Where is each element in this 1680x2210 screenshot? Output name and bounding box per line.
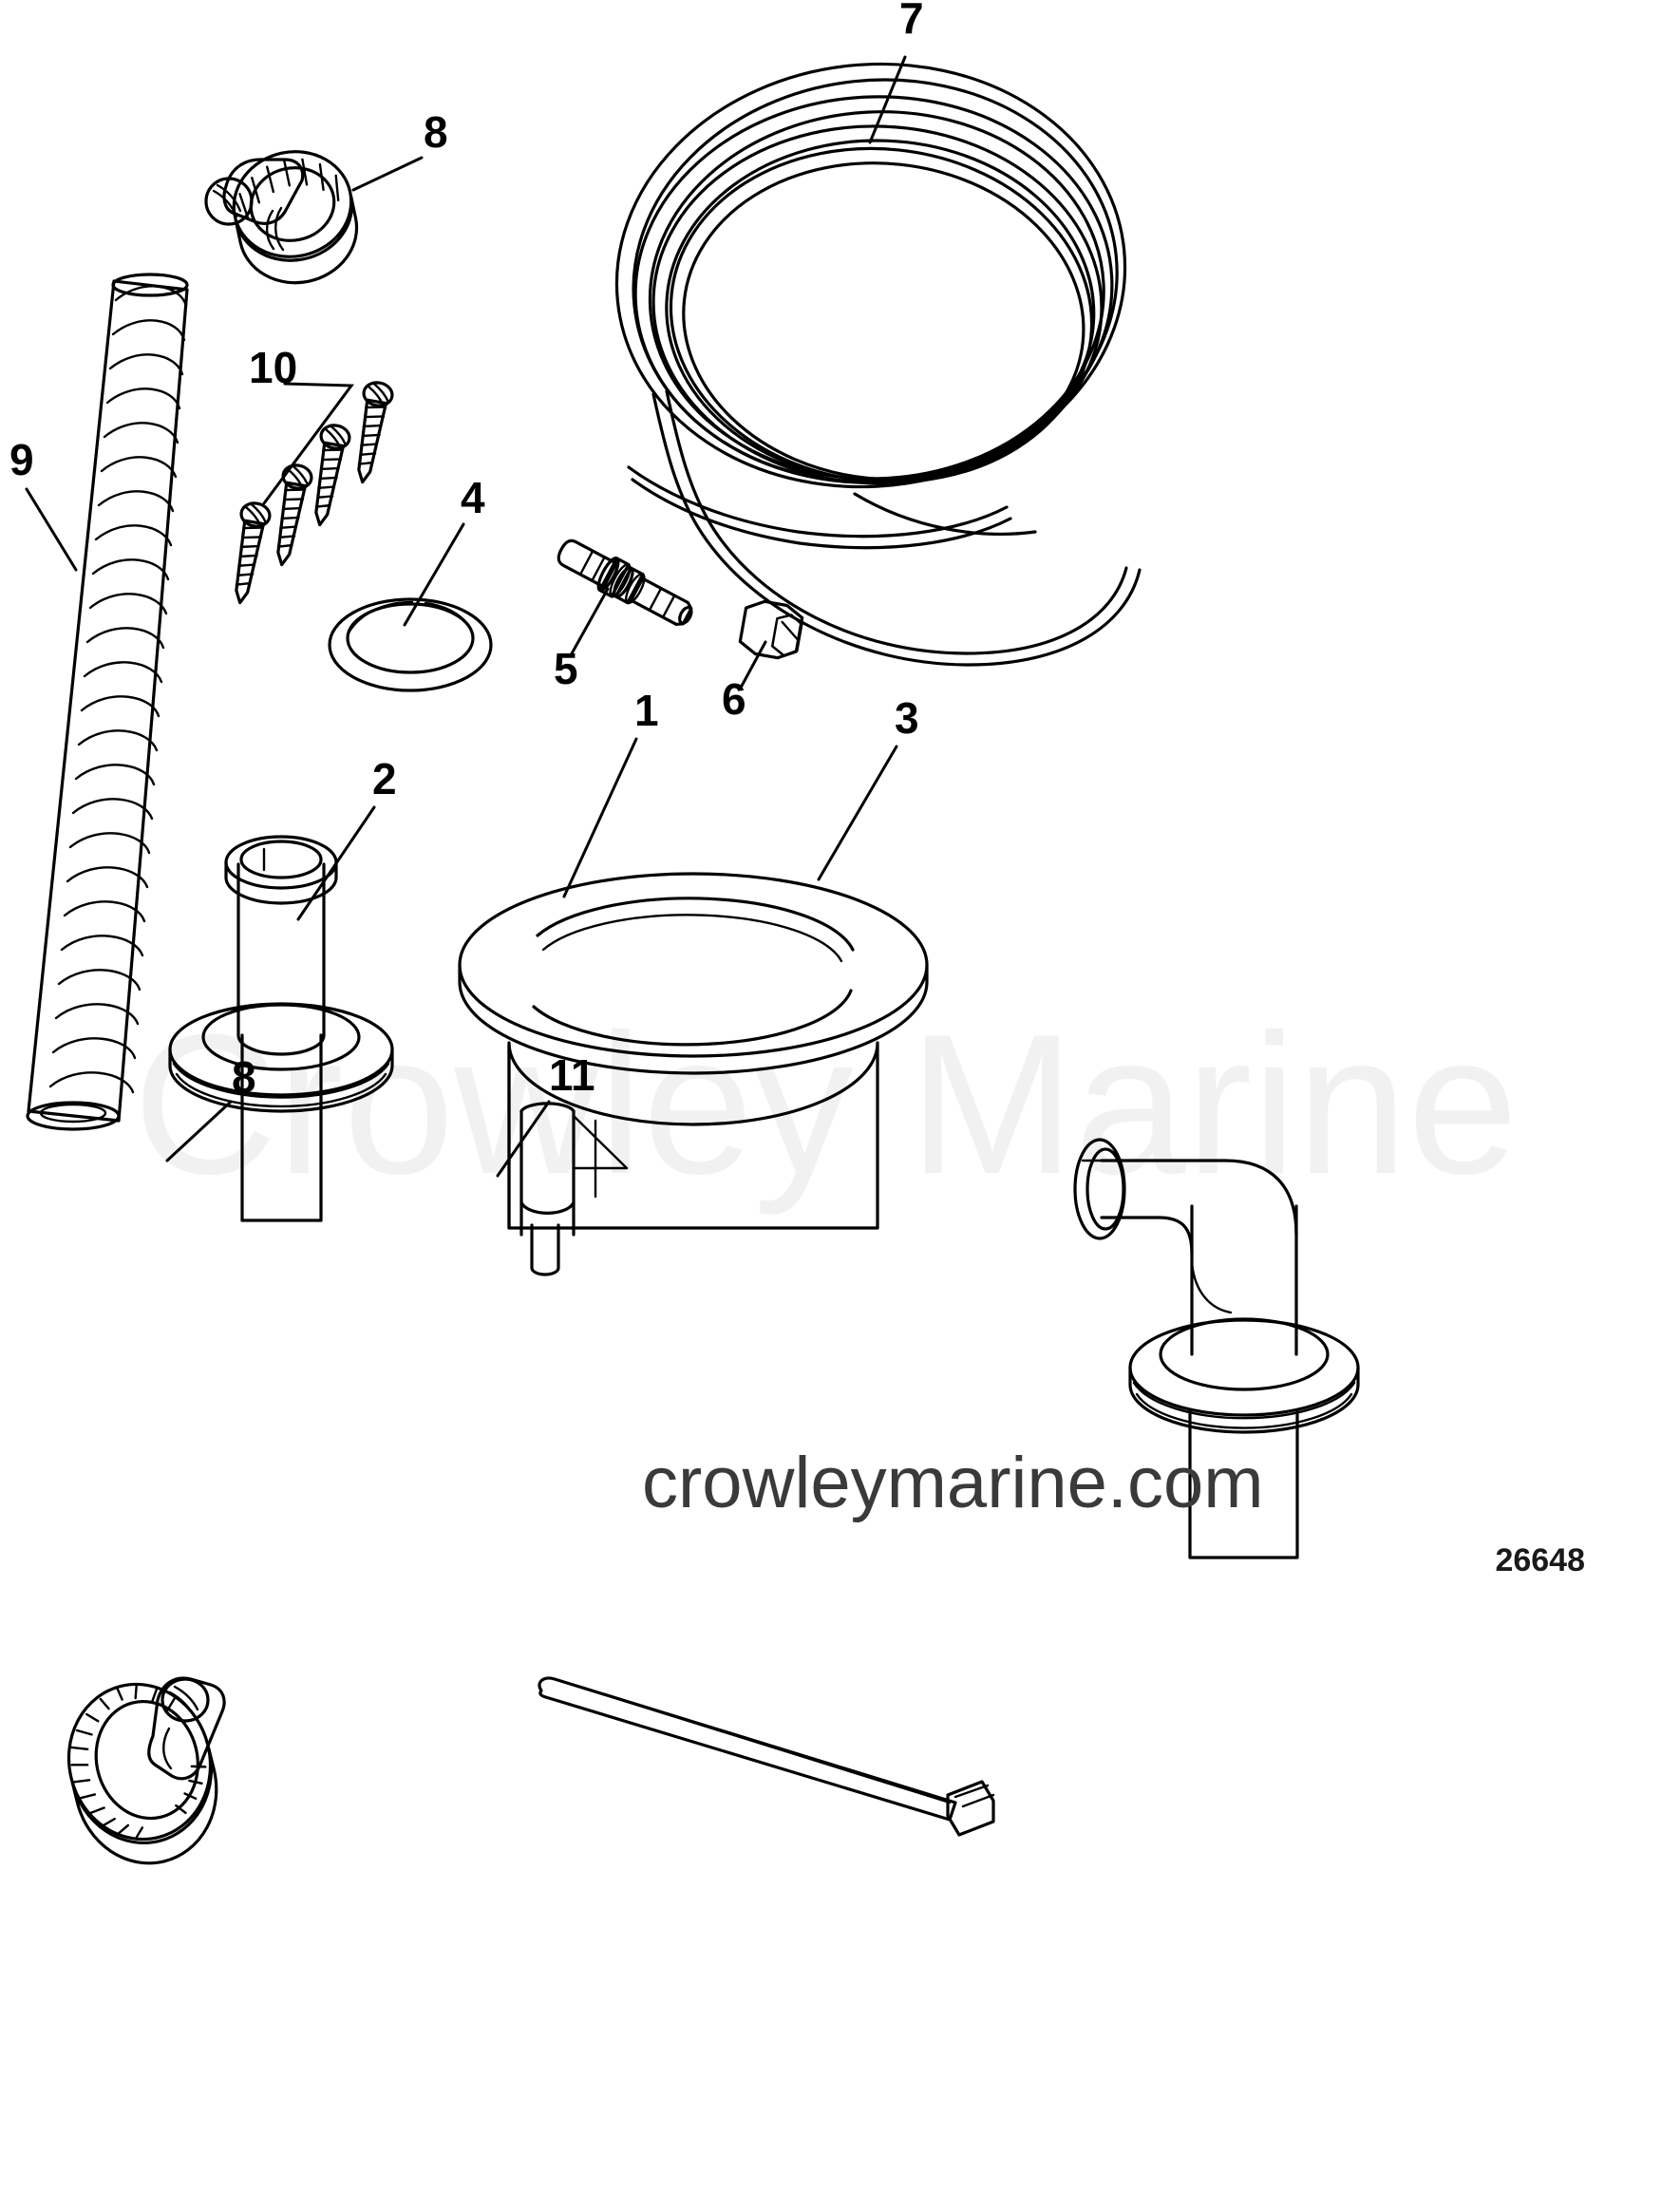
part-barbed-connector: [557, 538, 693, 627]
callout-3: 3: [817, 693, 919, 881]
callout-6: 6: [722, 640, 767, 724]
callout-8-lower: 8: [165, 1052, 256, 1162]
callout-label-5: 5: [554, 644, 578, 693]
callout-label-8-lower: 8: [232, 1052, 256, 1102]
callout-4: 4: [403, 473, 485, 627]
leader-line-3: [817, 745, 898, 881]
callout-label-11: 11: [549, 1050, 595, 1100]
callout-9: 9: [9, 435, 78, 572]
part-hose-clamp-lower: [66, 1676, 226, 1865]
part-elbow-thru-hull-fitting: [1073, 1138, 1360, 1559]
part-hose-clamp-upper: [204, 150, 359, 285]
callout-11: 11: [496, 1050, 595, 1178]
callout-8-upper: 8: [351, 107, 448, 192]
callout-label-10: 10: [249, 343, 297, 392]
callout-label-6: 6: [722, 674, 746, 724]
part-hex-plug: [738, 599, 804, 660]
leader-line-6: [739, 640, 767, 689]
leader-line-10: [262, 382, 354, 505]
part-coiled-hose: [614, 62, 1142, 667]
leader-line-7: [868, 55, 907, 144]
callout-label-4: 4: [461, 473, 485, 522]
watermark-text: Crowley Marine: [133, 992, 1519, 1216]
callout-5: 5: [554, 587, 610, 693]
part-cable-tie: [538, 1676, 995, 1837]
callout-10: 10: [249, 343, 354, 505]
callout-1: 1: [562, 686, 659, 898]
leader-line-4: [403, 522, 465, 627]
callout-7: 7: [868, 0, 924, 144]
leader-line-11: [496, 1100, 551, 1178]
part-screw-set: [235, 381, 394, 605]
part-gasket: [328, 597, 493, 692]
callout-2: 2: [296, 754, 397, 921]
figure-number: 26648: [1495, 1542, 1585, 1578]
leader-line-1: [562, 737, 638, 898]
footer-url-text: crowleymarine.com: [642, 1443, 1264, 1523]
part-deck-fill-fitting: [458, 872, 929, 1276]
part-corrugated-hose: [26, 273, 189, 1131]
callout-label-2: 2: [372, 754, 397, 803]
callout-label-8-upper: 8: [424, 107, 448, 157]
watermark-crowley-marine: Crowley Marine: [133, 992, 1519, 1216]
callout-label-9: 9: [9, 435, 34, 484]
callout-label-3: 3: [895, 693, 919, 743]
callout-label-7: 7: [899, 0, 924, 43]
part-thru-hull-fitting: [168, 835, 394, 1222]
leader-line-8-upper: [351, 156, 424, 192]
leader-line-8-lower: [165, 1100, 233, 1162]
leader-line-5: [569, 587, 610, 657]
leader-line-9: [25, 487, 78, 572]
leader-line-2: [296, 805, 376, 921]
callout-label-1: 1: [634, 686, 659, 735]
